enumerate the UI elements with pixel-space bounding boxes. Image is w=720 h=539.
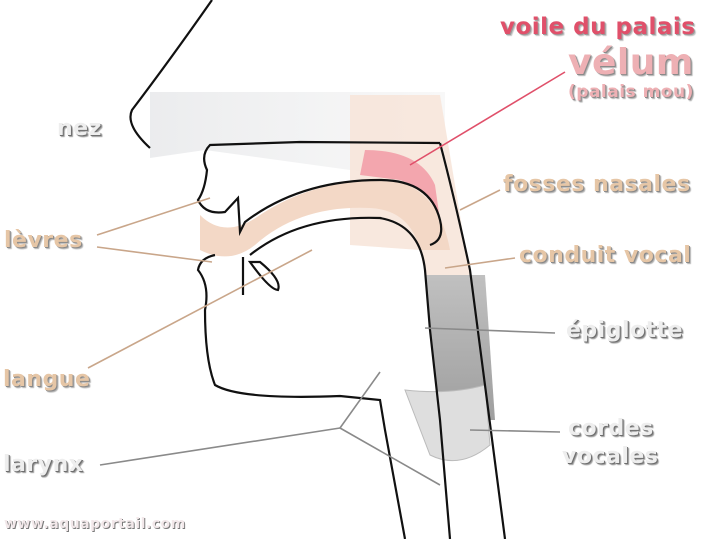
label-langue: langue bbox=[3, 367, 91, 392]
profile-outline bbox=[129, 0, 507, 539]
leader-lines bbox=[87, 71, 566, 486]
label-palais-mou: (palais mou) bbox=[568, 82, 694, 102]
label-vocales: vocales bbox=[562, 444, 659, 469]
label-nez: nez bbox=[57, 116, 102, 141]
epiglotte-leader bbox=[424, 327, 556, 334]
velum bbox=[360, 150, 440, 220]
conduit-leader bbox=[444, 257, 516, 269]
velum-leader bbox=[409, 71, 566, 166]
larynx-leader bbox=[99, 427, 341, 466]
label-epiglotte: épiglotte bbox=[566, 318, 684, 343]
label-conduit-vocal: conduit vocal bbox=[519, 243, 692, 268]
label-levres: lèvres bbox=[4, 228, 83, 253]
levres-leader-lower bbox=[96, 246, 213, 263]
oral-tract bbox=[200, 180, 450, 257]
larynx-leader-3 bbox=[339, 427, 441, 486]
pharynx-larynx bbox=[425, 275, 495, 420]
levres-leader-upper bbox=[96, 197, 211, 236]
vocal-cords bbox=[404, 384, 491, 462]
watermark: www.aquaportail.com bbox=[4, 516, 186, 532]
label-velum: vélum bbox=[568, 42, 694, 83]
larynx-leader-2 bbox=[339, 371, 381, 429]
label-voile-du-palais: voile du palais bbox=[500, 14, 696, 40]
cordes-leader bbox=[469, 429, 561, 433]
label-larynx: larynx bbox=[3, 452, 84, 477]
label-cordes: cordes bbox=[568, 416, 654, 441]
langue-leader bbox=[87, 249, 313, 369]
fosses-leader bbox=[459, 189, 501, 211]
label-fosses-nasales: fosses nasales bbox=[503, 172, 691, 197]
